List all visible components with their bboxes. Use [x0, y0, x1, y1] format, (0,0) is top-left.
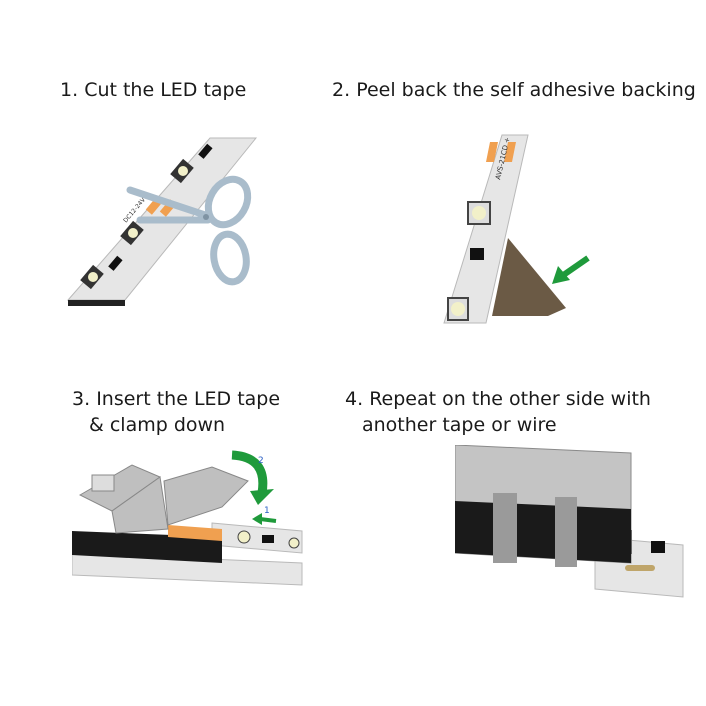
connector-body: [455, 445, 632, 567]
connector-base: [72, 525, 222, 563]
connector-lid: [78, 464, 249, 534]
insert-clamp-illustration: 2 1: [72, 450, 303, 586]
step-3-line-2: & clamp down: [89, 414, 226, 436]
led-chip: [467, 201, 491, 225]
led-chip: [447, 297, 469, 321]
step-3-line-1: 3. Insert the LED tape: [72, 388, 281, 410]
led-chip: [80, 264, 104, 290]
step-1-line-1: 1. Cut the LED tape: [60, 79, 247, 101]
resistor: [470, 248, 484, 260]
led-chip: [120, 220, 144, 246]
step-4-line-2: another tape or wire: [362, 414, 557, 436]
scissors-pivot: [203, 214, 209, 220]
led-tape-strip: [443, 134, 529, 324]
scissors-icon: [126, 175, 252, 286]
resistor: [198, 143, 213, 159]
peel-backing-illustration: AVS-21CD +: [443, 134, 590, 324]
step-4-line-1: 4. Repeat on the other side with: [345, 388, 651, 410]
adhesive-backing: [492, 238, 566, 316]
green-arrow-icon: [552, 255, 590, 284]
resistor: [108, 255, 123, 271]
step-4-title: 4. Repeat on the other side with another…: [345, 386, 651, 438]
rotate-arrow-icon: [231, 450, 274, 505]
push-arrow-label: 1: [264, 506, 270, 516]
rotate-arrow-label: 2: [258, 456, 264, 466]
led-chip: [170, 158, 194, 184]
closed-connector-illustration: [455, 445, 684, 598]
led-tape-strip: [72, 522, 303, 586]
cut-tape-illustration: DC12-24V: [66, 137, 258, 306]
step-3-title: 3. Insert the LED tape & clamp down: [72, 386, 280, 438]
step-2-line-1: 2. Peel back the self adhesive backing: [332, 79, 696, 101]
step-1-title: 1. Cut the LED tape: [60, 77, 246, 103]
copper-pads: [486, 142, 516, 162]
push-arrow-icon: [252, 513, 277, 525]
step-2-title: 2. Peel back the self adhesive backing: [332, 77, 696, 103]
